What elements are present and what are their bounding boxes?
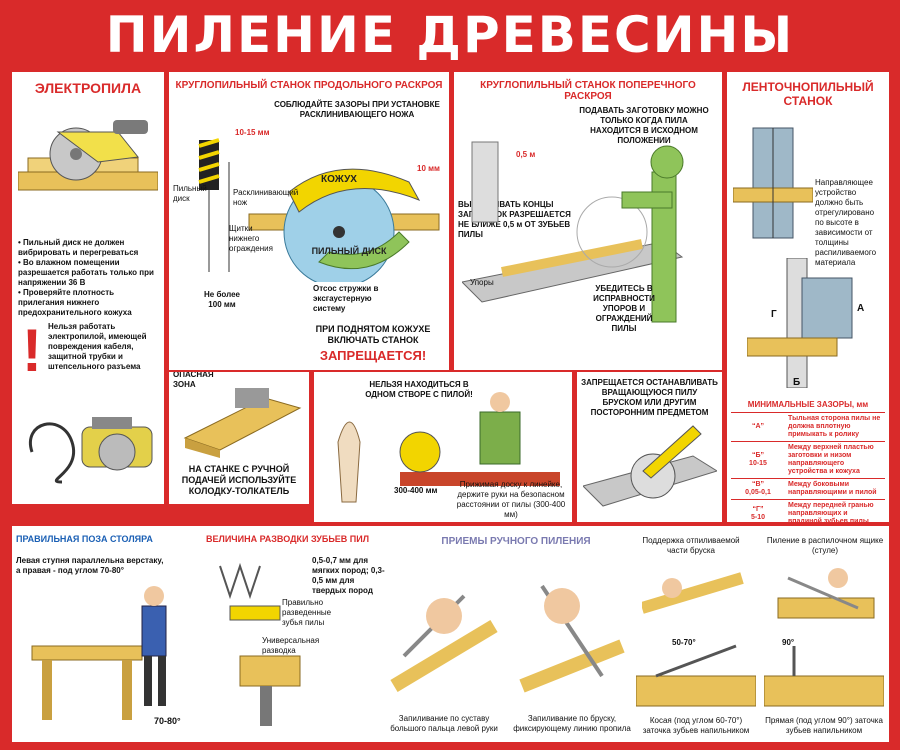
pusher-illustration <box>183 388 302 458</box>
posture-title: ПРАВИЛЬНАЯ ПОЗА СТОЛЯРА <box>16 534 153 544</box>
stop-panel: ЗАПРЕЩАЕТСЯ ОСТАНАВЛИВАТЬ ВРАЩАЮЩУЮСЯ ПИ… <box>577 372 722 522</box>
pusher-panel: ОПАСНАЯ ЗОНА НА СТАНКЕ С РУЧНОЙ ПОДАЧЕЙ … <box>169 372 309 504</box>
teeth-note: 0,5-0,7 мм для мягких пород; 0,3-0,5 мм … <box>312 556 385 595</box>
feed-note: ПОДАВАТЬ ЗАГОТОВКУ МОЖНО ТОЛЬКО КОГДА ПИ… <box>579 106 709 145</box>
longitudinal-saw-illustration: КОЖУХ ПИЛЬНЫЙ ДИСК <box>198 138 440 282</box>
pusher-note: НА СТАНКЕ С РУЧНОЙ ПОДАЧЕЙ ИСПОЛЬЗУЙТЕ К… <box>181 464 297 496</box>
longitudinal-heading: КРУГЛОПИЛЬНЫЙ СТАНОК ПРОДОЛЬНОГО РАСКРОЯ <box>175 80 443 91</box>
manual-cap-2: Запиливание по бруску, фиксирующему лини… <box>513 714 631 733</box>
support-title: Поддержка отпиливаемой части бруска <box>642 536 740 555</box>
longitudinal-panel: КРУГЛОПИЛЬНЫЙ СТАНОК ПРОДОЛЬНОГО РАСКРОЯ… <box>169 72 449 370</box>
center-panel: НЕЛЬЗЯ НАХОДИТЬСЯ В ОДНОМ СТВОРЕ С ПИЛОЙ… <box>314 372 572 522</box>
not-more-label: Не более 100 мм <box>204 290 240 309</box>
table-row: “А”Тыльная сторона пилы не должна вплотн… <box>731 412 885 442</box>
electro-panel: ЭЛЕКТРОПИЛА • Пильный диск не должен виб… <box>12 72 164 504</box>
electro-cable-illustration <box>28 417 153 484</box>
poster-title: ПИЛЕНИЕ ДРЕВЕСИНЫ <box>105 6 795 64</box>
electro-heading: ЭЛЕКТРОПИЛА <box>34 80 142 96</box>
letter-g: Г <box>771 309 777 320</box>
box-illustration <box>777 568 875 619</box>
align-note: ВЫРАВНИВАТЬ КОНЦЫ ЗАГОТОВОК РАЗРЕШАЕТСЯ … <box>458 200 571 239</box>
angle-2: 90° <box>782 638 795 647</box>
manual-cap-4: Прямая (под углом 90°) заточка зубьев на… <box>765 716 883 735</box>
label-disk: Пильный диск <box>173 184 207 203</box>
check-note: УБЕДИТЕСЬ В ИСПРАВНОСТИ УПОРОВ И ОГРАЖДЕ… <box>593 284 655 333</box>
forbidden-label: ЗАПРЕЩАЕТСЯ! <box>319 348 427 363</box>
gaps-title: МИНИМАЛЬНЫЕ ЗАЗОРЫ, мм <box>747 400 869 409</box>
sharpen-illustration-1 <box>636 644 756 707</box>
stop-illustration <box>583 425 717 507</box>
dim-10-15: 10-15 мм <box>235 128 270 137</box>
guide-note: Направляющее устройство должно быть отре… <box>815 178 877 267</box>
manual-cap-1: Запиливание по суставу большого пальца л… <box>390 714 498 733</box>
stops-label: Упоры <box>470 278 494 287</box>
dim-10: 10 мм <box>417 164 440 173</box>
gaps-table: “А”Тыльная сторона пилы не должна вплотн… <box>731 412 885 522</box>
cross-heading: КРУГЛОПИЛЬНЫЙ СТАНОК ПОПЕРЕЧНОГО РАСКРОЯ <box>480 80 696 102</box>
letter-a: А <box>857 303 865 314</box>
electro-saw-illustration <box>18 120 158 191</box>
exclamation-icon: ! <box>22 317 42 384</box>
stop-note: ЗАПРЕЩАЕТСЯ ОСТАНАВЛИВАТЬ ВРАЩАЮЩУЮСЯ ПИ… <box>581 378 718 417</box>
electro-bullet-2: • Во влажном помещении разрешается работ… <box>18 258 154 287</box>
manual-title: ПРИЕМЫ РУЧНОГО ПИЛЕНИЯ <box>441 536 591 547</box>
distance-label: 300-400 мм <box>394 486 438 495</box>
disk-label: ПИЛЬНЫЙ ДИСК <box>312 245 387 256</box>
line-note: НЕЛЬЗЯ НАХОДИТЬСЯ В ОДНОМ СТВОРЕ С ПИЛОЙ… <box>365 380 473 399</box>
dim-05: 0,5 м <box>516 150 536 159</box>
center-illustration <box>337 392 560 503</box>
cover-label: КОЖУХ <box>321 174 357 185</box>
cross-saw-illustration <box>462 141 684 323</box>
chips-label: Отсос стружки в эксгаустерную систему <box>313 284 379 313</box>
press-note: Прижимая доску к линейке, держите руки н… <box>456 480 566 519</box>
cross-panel: КРУГЛОПИЛЬНЫЙ СТАНОК ПОПЕРЕЧНОГО РАСКРОЯ… <box>454 72 722 370</box>
posture-angle: 70-80° <box>154 716 181 726</box>
forbidden-pre: ПРИ ПОДНЯТОМ КОЖУХЕ ВКЛЮЧАТЬ СТАНОК <box>315 324 431 345</box>
label-knife: Расклинивающий нож <box>233 188 299 207</box>
manual-illustration-1 <box>390 594 498 693</box>
band-gaps-illustration <box>747 258 853 388</box>
band-saw-illustration <box>733 127 813 239</box>
danger-zone: ОПАСНАЯ ЗОНА <box>173 372 214 389</box>
band-panel: ЛЕНТОЧНОПИЛЬНЫЙ СТАНОК Направляющее устр… <box>727 72 889 522</box>
manual-illustration-2 <box>519 584 625 693</box>
electro-bullet-3: • Проверяйте плотность прилегания нижнег… <box>18 288 132 317</box>
teeth-correct: Правильно разведенные зубья пилы <box>282 598 332 627</box>
label-shields: Щитки нижнего ограждения <box>229 224 273 253</box>
gap-note: СОБЛЮДАЙТЕ ЗАЗОРЫ ПРИ УСТАНОВКЕ РАСКЛИНИ… <box>274 100 440 119</box>
teeth-title: ВЕЛИЧИНА РАЗВОДКИ ЗУБЬЕВ ПИЛ <box>206 534 370 544</box>
teeth-tool: Универсальная разводка <box>262 636 320 655</box>
box-title: Пиление в распилочном ящике (стуле) <box>766 536 884 555</box>
manual-cap-3: Косая (под углом 60-70°) заточка зубьев … <box>642 716 750 735</box>
electro-warning: Нельзя работать электропилой, имеющей по… <box>48 322 147 371</box>
teeth-illustration <box>219 562 301 726</box>
support-illustration <box>642 572 744 614</box>
letter-b: Б <box>793 377 801 388</box>
bottom-panel: ПРАВИЛЬНАЯ ПОЗА СТОЛЯРА Левая ступня пар… <box>12 526 889 742</box>
angle-1: 50-70° <box>672 638 696 647</box>
posture-note: Левая ступня параллельна верстаку, а пра… <box>16 556 164 575</box>
band-heading: ЛЕНТОЧНОПИЛЬНЫЙ СТАНОК <box>742 80 874 108</box>
posture-illustration <box>31 586 167 720</box>
electro-bullet-1: • Пильный диск не должен вибрировать и п… <box>18 238 139 257</box>
sharpen-illustration-2 <box>764 646 884 707</box>
